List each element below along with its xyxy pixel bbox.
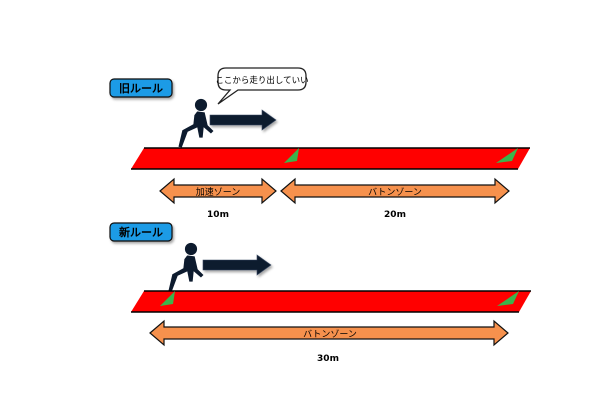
motion-arrow-icon [209, 109, 277, 131]
accel-zone-length: 10m [207, 210, 229, 220]
runner-icon [177, 98, 215, 149]
track-new [131, 290, 531, 313]
baton-zone-length-old: 20m [384, 210, 406, 220]
old-rule-section: 旧ルール ここから走り出していい 加速ゾーン 10m [109, 67, 530, 220]
end-marker-icon [497, 291, 519, 306]
new-rule-badge: 新ルール [109, 222, 173, 242]
start-marker-icon [160, 291, 175, 306]
track-old [131, 147, 530, 170]
accel-zone-arrow: 加速ゾーン [159, 177, 277, 205]
motion-arrow-icon [202, 254, 272, 276]
old-rule-badge-label: 旧ルール [119, 82, 163, 95]
start-marker-icon [284, 148, 299, 163]
speech-bubble-text: ここから走り出していい [215, 75, 308, 86]
baton-zone-arrow-old: バトンゾーン [280, 177, 510, 205]
speech-bubble: ここから走り出していい [215, 67, 309, 105]
runner-icon [167, 242, 205, 293]
baton-zone-arrow-new: バトンゾーン [149, 319, 509, 347]
baton-zone-label-old: バトンゾーン [368, 187, 422, 198]
baton-zone-length-new: 30m [317, 354, 339, 364]
new-rule-section: 新ルール バトンゾーン 30m [109, 222, 531, 364]
baton-zone-label-new: バトンゾーン [303, 329, 357, 340]
end-marker-icon [496, 148, 518, 163]
new-rule-badge-label: 新ルール [119, 225, 163, 239]
old-rule-badge: 旧ルール [109, 78, 173, 98]
accel-zone-label: 加速ゾーン [196, 187, 241, 198]
